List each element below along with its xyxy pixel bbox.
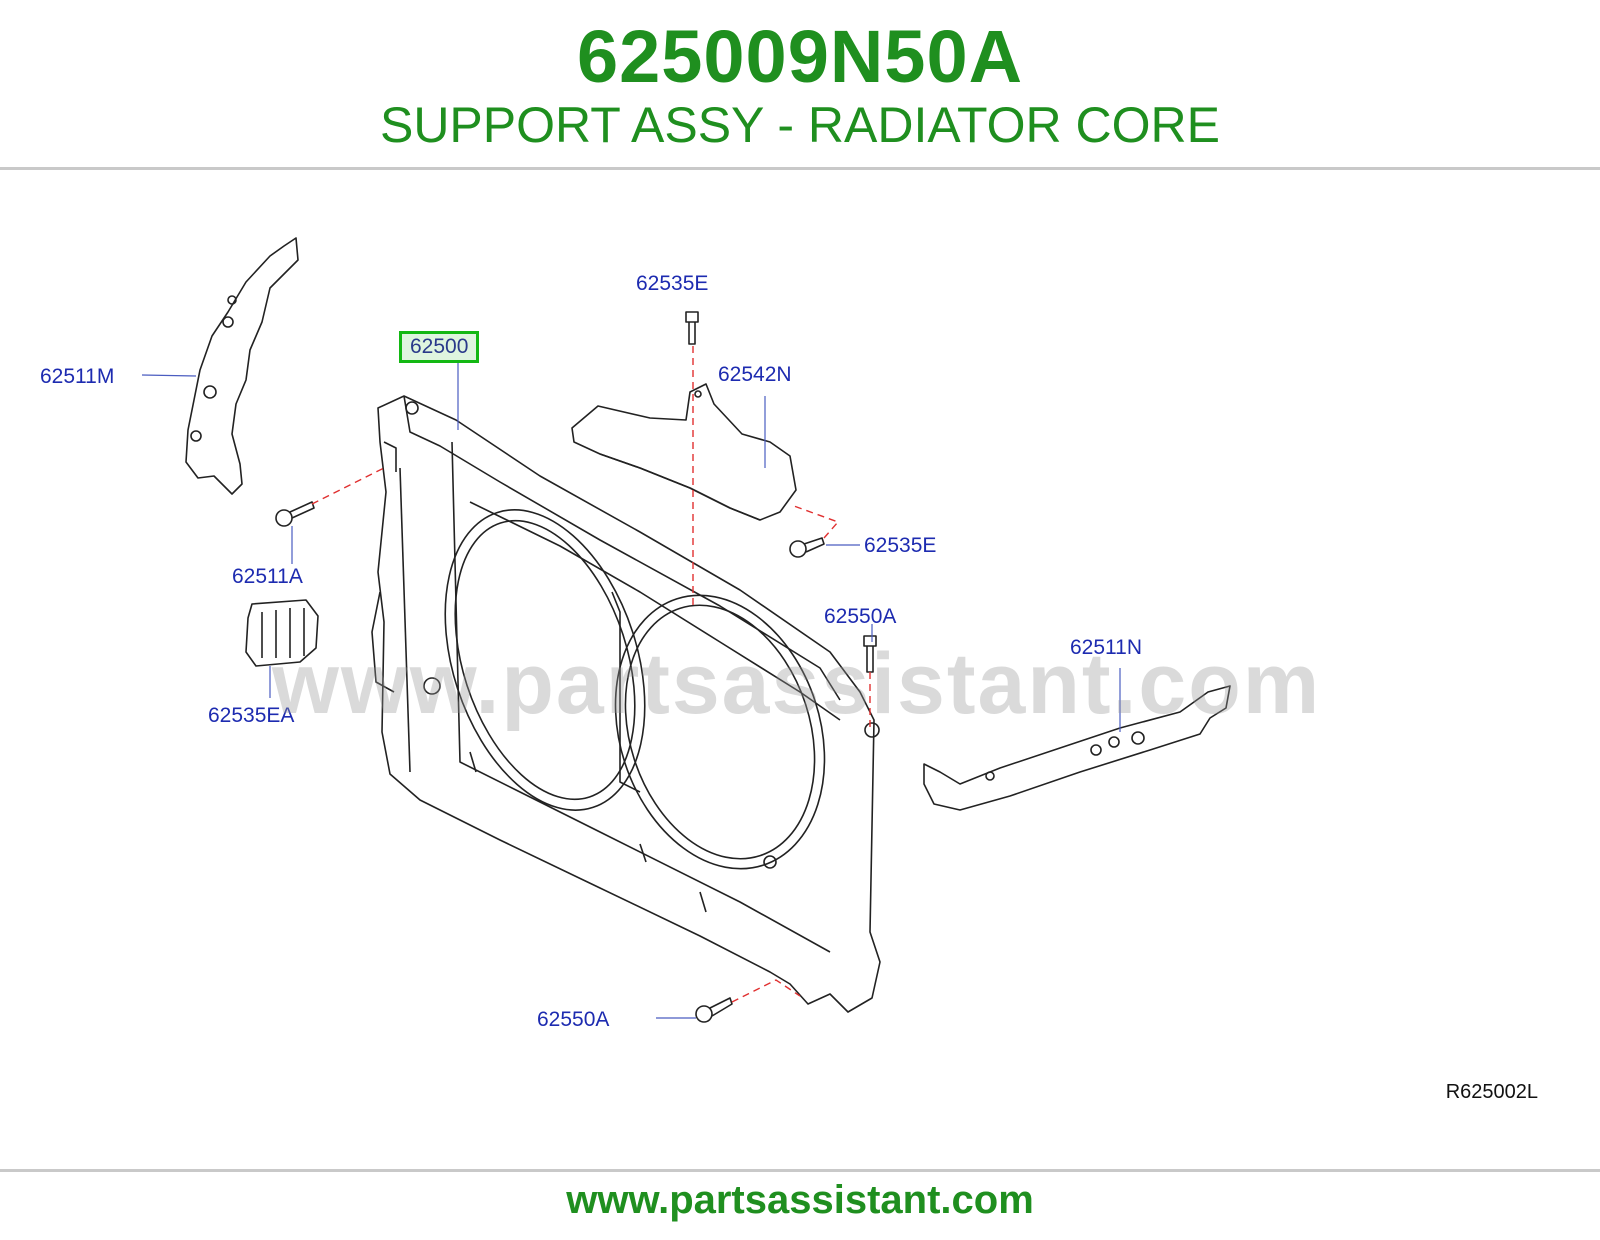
header-divider (0, 167, 1600, 170)
part-number-title: 625009N50A (576, 15, 1024, 98)
callout-62542n[interactable]: 62542N (718, 363, 792, 386)
callout-62535e-right[interactable]: 62535E (864, 534, 937, 557)
callout-62550a-top[interactable]: 62550A (824, 605, 897, 628)
parts-diagram: 62511M 62500 62535E 62542N 62535E 62511A… (0, 172, 1600, 1170)
connector-62535ea (245, 599, 319, 667)
callout-62511m[interactable]: 62511M (40, 365, 115, 388)
callout-62535e-top[interactable]: 62535E (636, 272, 709, 295)
bracket-62511m (185, 237, 299, 495)
callout-62511n[interactable]: 62511N (1070, 636, 1143, 659)
callout-62511a[interactable]: 62511A (232, 565, 303, 588)
watermark: www.partsassistant.com (272, 636, 1322, 732)
callout-62535ea[interactable]: 62535EA (208, 704, 295, 727)
frame-62500 (377, 395, 881, 1013)
air-guide-62542n (571, 383, 797, 521)
parts-drawing (141, 237, 1231, 1023)
fan-opening-left (444, 509, 646, 811)
header: 625009N50A SUPPORT ASSY - RADIATOR CORE (0, 0, 1600, 168)
footer-site-link[interactable]: www.partsassistant.com (566, 1178, 1034, 1222)
bolt-62550a-bottom (695, 997, 733, 1023)
part-description: SUPPORT ASSY - RADIATOR CORE (379, 97, 1221, 153)
bracket-62511n (923, 685, 1231, 811)
fan-opening-right (614, 594, 826, 870)
bolt-62511a (275, 501, 315, 527)
bolt-62535e-top (685, 311, 699, 345)
callout-62500[interactable]: 62500 (399, 331, 480, 363)
footer-divider (0, 1169, 1600, 1172)
callout-62550a-bottom[interactable]: 62550A (537, 1008, 610, 1031)
diagram-reference: R625002L (1445, 1081, 1538, 1103)
bolt-62535e-right (789, 537, 825, 558)
